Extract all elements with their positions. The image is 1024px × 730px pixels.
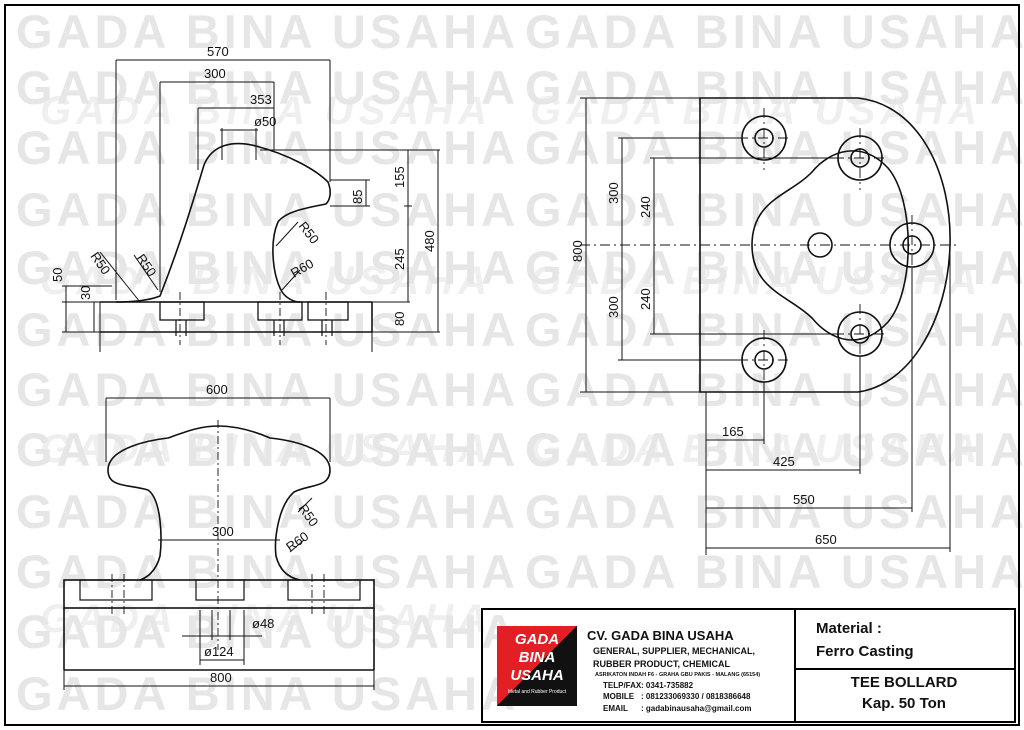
- dim-label: 600: [206, 382, 228, 397]
- watermark-text: GADA BINA USAHA: [525, 183, 1024, 236]
- watermark-text: GADA BINA USAHA: [525, 423, 1024, 476]
- company-address: ASRIKATON INDAH F6 - GRAHA GBU PAKIS - M…: [595, 672, 761, 678]
- contact-key: MOBILE: [603, 692, 635, 701]
- watermark-text: GADA BINA USAHA: [16, 61, 519, 114]
- watermark-text: GADA BINA USAHA: [16, 121, 519, 174]
- contact-phone: TELP/FAX: 0341-735882: [603, 681, 693, 690]
- product-capacity: Kap. 50 Ton: [862, 695, 946, 712]
- logo-text: USAHA: [510, 667, 564, 684]
- dim-label: 300: [606, 296, 621, 318]
- watermark-text: GADA BINA USAHA: [16, 303, 519, 356]
- dim-label: 240: [638, 288, 653, 310]
- side-view: [62, 59, 440, 352]
- watermark: GADA BINA USAHA GADA BINA USAHA GADA BIN…: [16, 5, 1024, 720]
- watermark-text: GADA BINA USAHA: [525, 121, 1024, 174]
- watermark-text: GADA BINA USAHA: [40, 89, 492, 133]
- dim-label: 800: [570, 240, 585, 262]
- dim-label: 300: [204, 66, 226, 81]
- title-block: GADA BINA USAHA Metal and Rubber Product…: [481, 608, 1016, 723]
- dim-label: 353: [250, 92, 272, 107]
- watermark-text: GADA BINA USAHA: [16, 667, 519, 720]
- dim-label: 155: [392, 166, 407, 188]
- plan-view: [580, 97, 960, 555]
- watermark-text: GADA BINA USAHA: [525, 303, 1024, 356]
- company-name: CV. GADA BINA USAHA: [587, 628, 734, 643]
- watermark-text: GADA BINA USAHA: [530, 89, 982, 133]
- dim-label: 480: [422, 230, 437, 252]
- contact-value: : 0341-735882: [641, 681, 694, 690]
- dim-label: 550: [793, 492, 815, 507]
- contact-key: TELP/FAX: [603, 681, 642, 690]
- watermark-text: GADA BINA USAHA: [16, 363, 519, 416]
- material-value: Ferro Casting: [816, 643, 914, 660]
- company-services: GENERAL, SUPPLIER, MECHANICAL,: [593, 646, 756, 656]
- product-cell: TEE BOLLARD Kap. 50 Ton: [794, 668, 1014, 721]
- plan-view-dimensions: 800 300 240 240 300 165 425 550 650: [570, 182, 837, 547]
- logo-text: GADA: [514, 631, 560, 648]
- dim-label: 240: [638, 196, 653, 218]
- dim-label: 300: [212, 524, 234, 539]
- logo-text: BINA: [518, 649, 556, 666]
- company-logo: GADA BINA USAHA Metal and Rubber Product: [497, 626, 577, 706]
- watermark-text: GADA BINA USAHA: [16, 605, 519, 658]
- watermark-text: GADA BINA USAHA: [16, 183, 519, 236]
- dim-label: 650: [815, 532, 837, 547]
- contact-value: : 081233069330 / 0818386648: [641, 692, 751, 701]
- watermark-text: GADA BINA USAHA: [16, 241, 519, 294]
- watermark-text: GADA BINA USAHA: [40, 259, 492, 303]
- watermark-text: GADA BINA USAHA: [530, 427, 982, 471]
- product-name: TEE BOLLARD: [850, 674, 958, 691]
- watermark-text: GADA BINA USAHA: [525, 241, 1024, 294]
- watermark-text: GADA BINA USAHA: [525, 363, 1024, 416]
- watermark-text: GADA BINA USAHA: [525, 5, 1024, 58]
- sheet-border: [4, 4, 1020, 726]
- dim-label: ø50: [254, 114, 276, 129]
- logo-tagline: Metal and Rubber Product: [507, 689, 567, 695]
- dim-label: 80: [392, 312, 407, 326]
- dim-label: 425: [773, 454, 795, 469]
- watermark-text: GADA BINA USAHA: [16, 5, 519, 58]
- dim-label: 50: [50, 268, 65, 282]
- dim-label: ø124: [204, 644, 234, 659]
- front-body-outline: [107, 425, 331, 581]
- contact-key: EMAIL: [603, 704, 628, 713]
- contact-mobile: MOBILE : 081233069330 / 0818386648: [603, 692, 750, 701]
- watermark-text: GADA BINA USAHA: [16, 545, 519, 598]
- dim-label: ø48: [252, 616, 274, 631]
- dim-label: 165: [722, 424, 744, 439]
- contact-email: EMAIL : gadabinausaha@gmail.com: [603, 704, 752, 713]
- watermark-text: GADA BINA USAHA: [16, 485, 519, 538]
- company-cell: GADA BINA USAHA Metal and Rubber Product…: [483, 610, 796, 721]
- watermark-text: GADA BINA USAHA: [40, 427, 492, 471]
- watermark-text: GADA BINA USAHA: [525, 61, 1024, 114]
- dim-label: 245: [392, 248, 407, 270]
- side-body-outline: [115, 142, 331, 303]
- dim-label: 85: [350, 190, 365, 204]
- watermark-text: GADA BINA USAHA: [16, 423, 519, 476]
- material-label: Material :: [816, 620, 882, 637]
- dim-label: 300: [606, 182, 621, 204]
- contact-value: : gadabinausaha@gmail.com: [641, 704, 752, 713]
- material-cell: Material : Ferro Casting: [794, 610, 1014, 670]
- dim-label: 800: [210, 670, 232, 685]
- front-view: [63, 397, 375, 690]
- watermark-text: GADA BINA USAHA: [530, 259, 982, 303]
- watermark-text: GADA BINA USAHA: [525, 545, 1024, 598]
- watermark-text: GADA BINA USAHA: [525, 485, 1024, 538]
- company-services: RUBBER PRODUCT, CHEMICAL: [593, 659, 730, 669]
- watermark-text: GADA BINA USAHA: [40, 597, 492, 641]
- dim-label: 570: [207, 44, 229, 59]
- dim-label: 30: [78, 286, 93, 300]
